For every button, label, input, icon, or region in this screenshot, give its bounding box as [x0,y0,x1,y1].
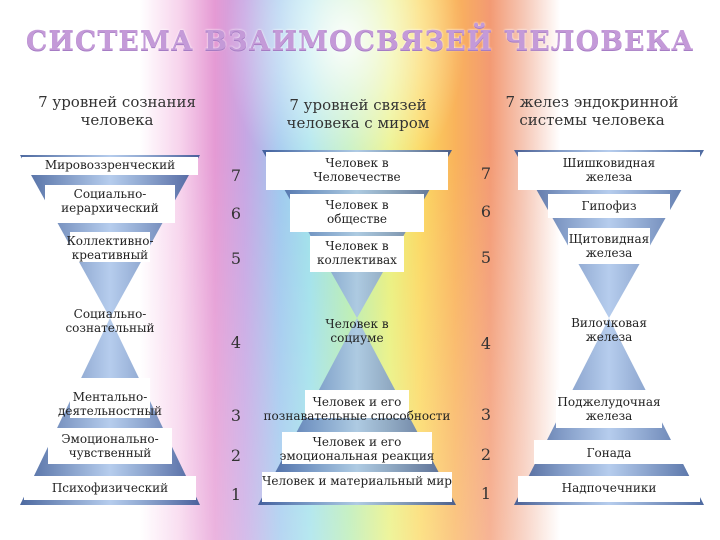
consciousness-level-line: деятельностный [57,404,163,418]
level-number-right: 2 [480,445,492,464]
consciousness-level-line: Социально- [73,187,147,201]
header-connections-line: 7 уровней связей [289,96,427,114]
connection-level-3: Человек и его познавательные способности [258,395,456,423]
connection-level-line: Человек в [325,317,389,331]
hourglass-right [514,150,704,505]
gland-level-line: Шишковидная [562,156,656,170]
connection-level-4: Человек в социуме [262,317,452,345]
gland-level-line: Гонада [586,446,632,460]
gland-level-3: Поджелудочная железа [514,395,704,423]
connection-level-line: Человек в [325,156,389,170]
gland-level-line: Гипофиз [581,199,637,213]
header-glands-line: системы человека [519,111,665,129]
gland-level-5: Щитовидная железа [514,232,704,260]
consciousness-level-5: Коллективно- креативный [20,234,200,262]
header-connections: 7 уровней связей человека с миром [258,96,458,132]
connection-level-line: Человек и его [312,435,402,449]
consciousness-level-3: Ментально- деятельностный [20,390,200,418]
consciousness-level-1: Психофизический [20,481,200,495]
header-consciousness-line: 7 уровней сознания [38,93,196,111]
connection-level-line: Человек в [325,198,389,212]
level-number-right: 3 [480,405,492,424]
connection-level-2: Человек и его эмоциональная реакция [262,435,452,463]
consciousness-level-4: Социально- сознательный [20,307,200,335]
connection-level-line: социуме [330,331,384,345]
level-number-right: 7 [480,164,492,183]
level-number-left: 7 [230,166,242,185]
page-title: СИСТЕМА ВЗАИМОСВЯЗЕЙ ЧЕЛОВЕКА [25,26,695,57]
level-number-right: 5 [480,248,492,267]
level-number-right: 6 [480,202,492,221]
header-consciousness: 7 уровней сознания человека [22,93,212,129]
gland-level-line: железа [585,330,633,344]
level-number-left: 4 [230,333,242,352]
gland-level-line: железа [585,409,633,423]
connection-level-line: эмоциональная реакция [279,449,435,463]
consciousness-level-line: Ментально- [72,390,148,404]
connection-level-6: Человек в обществе [262,198,452,226]
level-number-left: 3 [230,406,242,425]
level-number-left: 2 [230,446,242,465]
consciousness-level-6: Социально- иерархический [20,187,200,215]
level-number-left: 5 [230,249,242,268]
gland-level-line: железа [585,170,633,184]
gland-level-2: Гонада [514,446,704,460]
gland-level-line: Надпочечники [561,481,657,495]
consciousness-level-line: чувственный [68,446,152,460]
gland-level-6: Гипофиз [514,199,704,213]
connection-level-5: Человек в коллективах [262,239,452,267]
level-number-left: 6 [230,204,242,223]
header-glands-line: 7 желез эндокринной [505,93,679,111]
consciousness-level-7: Мировоззренческий [20,158,200,172]
connection-level-line: познавательные способности [263,409,451,423]
connection-level-line: коллективах [317,253,397,267]
consciousness-level-line: Коллективно- [66,234,154,248]
consciousness-level-2: Эмоционально- чувственный [20,432,200,460]
connection-level-7: Человек в Человечестве [262,156,452,184]
consciousness-level-line: креативный [71,248,149,262]
gland-level-line: Щитовидная [568,232,650,246]
gland-level-4: Вилочковая железа [514,316,704,344]
level-number-left: 1 [230,485,242,504]
connection-level-line: Человек в [325,239,389,253]
gland-level-7: Шишковидная железа [514,156,704,184]
consciousness-level-line: Психофизический [51,481,169,495]
connection-level-1: Человек и материальный мир [258,474,456,488]
header-consciousness-line: человека [80,111,154,129]
connection-level-line: Человек и материальный мир [262,474,452,488]
header-glands: 7 желез эндокринной системы человека [492,93,692,129]
gland-level-line: Поджелудочная [557,395,661,409]
consciousness-level-line: Эмоционально- [61,432,159,446]
hourglass-left [20,155,200,505]
connection-level-line: Человек и его [312,395,402,409]
gland-level-line: Вилочковая [571,316,647,330]
gland-level-line: железа [585,246,633,260]
header-connections-line: человека с миром [286,114,430,132]
hourglass-middle [258,150,456,505]
level-number-right: 1 [480,484,492,503]
gland-level-1: Надпочечники [514,481,704,495]
level-number-right: 4 [480,334,492,353]
consciousness-level-line: Социально- [73,307,147,321]
consciousness-level-line: сознательный [65,321,155,335]
consciousness-level-line: Мировоззренческий [44,158,176,172]
consciousness-level-line: иерархический [61,201,159,215]
connection-level-line: обществе [327,212,387,226]
connection-level-line: Человечестве [313,170,401,184]
